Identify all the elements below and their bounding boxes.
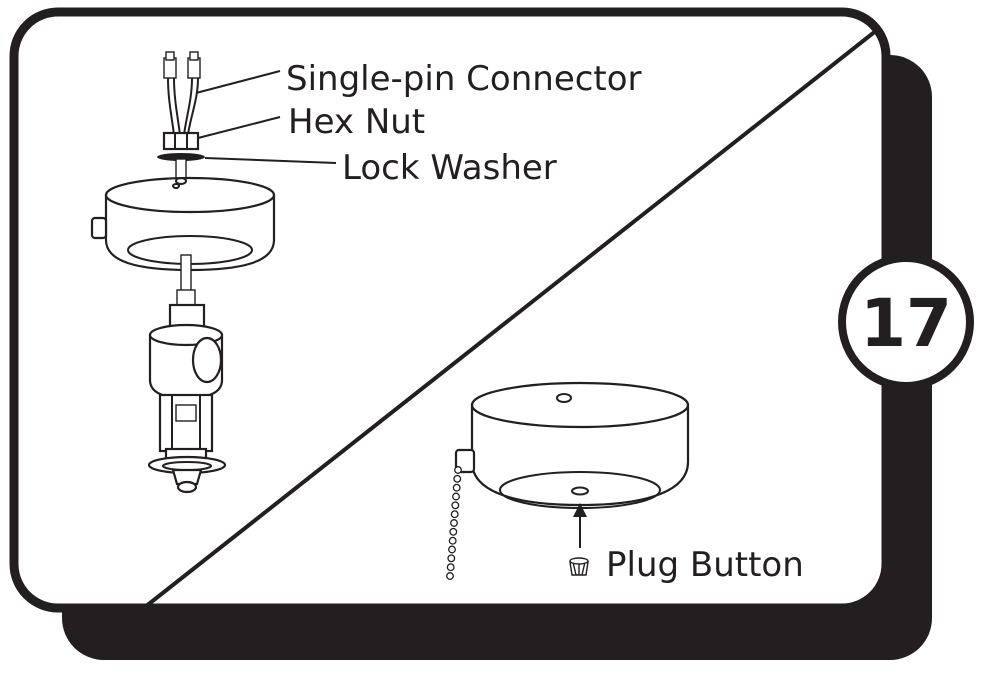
- chain-bead: [450, 510, 459, 519]
- chain-bead: [453, 474, 462, 483]
- chain-bead: [452, 483, 461, 492]
- pull-switch-nub: [90, 216, 108, 240]
- label-single-pin-connector: Single-pin Connector: [286, 59, 642, 99]
- canopy-with-plug: [454, 381, 690, 509]
- leader-hex-nut: [197, 116, 281, 139]
- step-number: 17: [860, 285, 952, 362]
- finial-icon: [147, 455, 227, 494]
- hex-nut-icon: [162, 131, 200, 151]
- step-badge: 17: [838, 254, 974, 390]
- canopy-assembly: [90, 51, 276, 494]
- label-hex-nut: Hex Nut: [288, 102, 425, 142]
- pull-switch-nub-2: [454, 448, 476, 474]
- chain-bead: [446, 572, 454, 580]
- chain-bead: [451, 501, 460, 510]
- canopy-housing: [90, 176, 276, 272]
- chain-bead: [448, 545, 456, 554]
- chain-bead: [447, 554, 456, 563]
- panel: [9, 7, 891, 613]
- label-plug-button: Plug Button: [606, 545, 804, 585]
- chain-bead: [454, 466, 462, 474]
- arrow-icon: [573, 503, 587, 548]
- chain-bead: [452, 492, 460, 501]
- chain-bead: [450, 519, 458, 527]
- chain-bead: [446, 563, 455, 572]
- chain-bead: [448, 536, 457, 545]
- leader-lock-washer: [204, 157, 337, 164]
- chain-bead: [449, 527, 458, 536]
- wire-right: [183, 77, 193, 136]
- lock-washer-icon: [157, 153, 205, 161]
- switch-housing: [148, 303, 224, 461]
- diagonal-divider: [143, 28, 879, 609]
- single-pin-connector-icon: [163, 51, 201, 79]
- plug-button-icon: [569, 557, 589, 576]
- label-lock-washer: Lock Washer: [342, 148, 557, 188]
- wire-left: [167, 77, 175, 136]
- pull-chain-icon: [446, 466, 462, 580]
- plug-hole: [571, 486, 589, 496]
- leader-connector: [195, 70, 281, 94]
